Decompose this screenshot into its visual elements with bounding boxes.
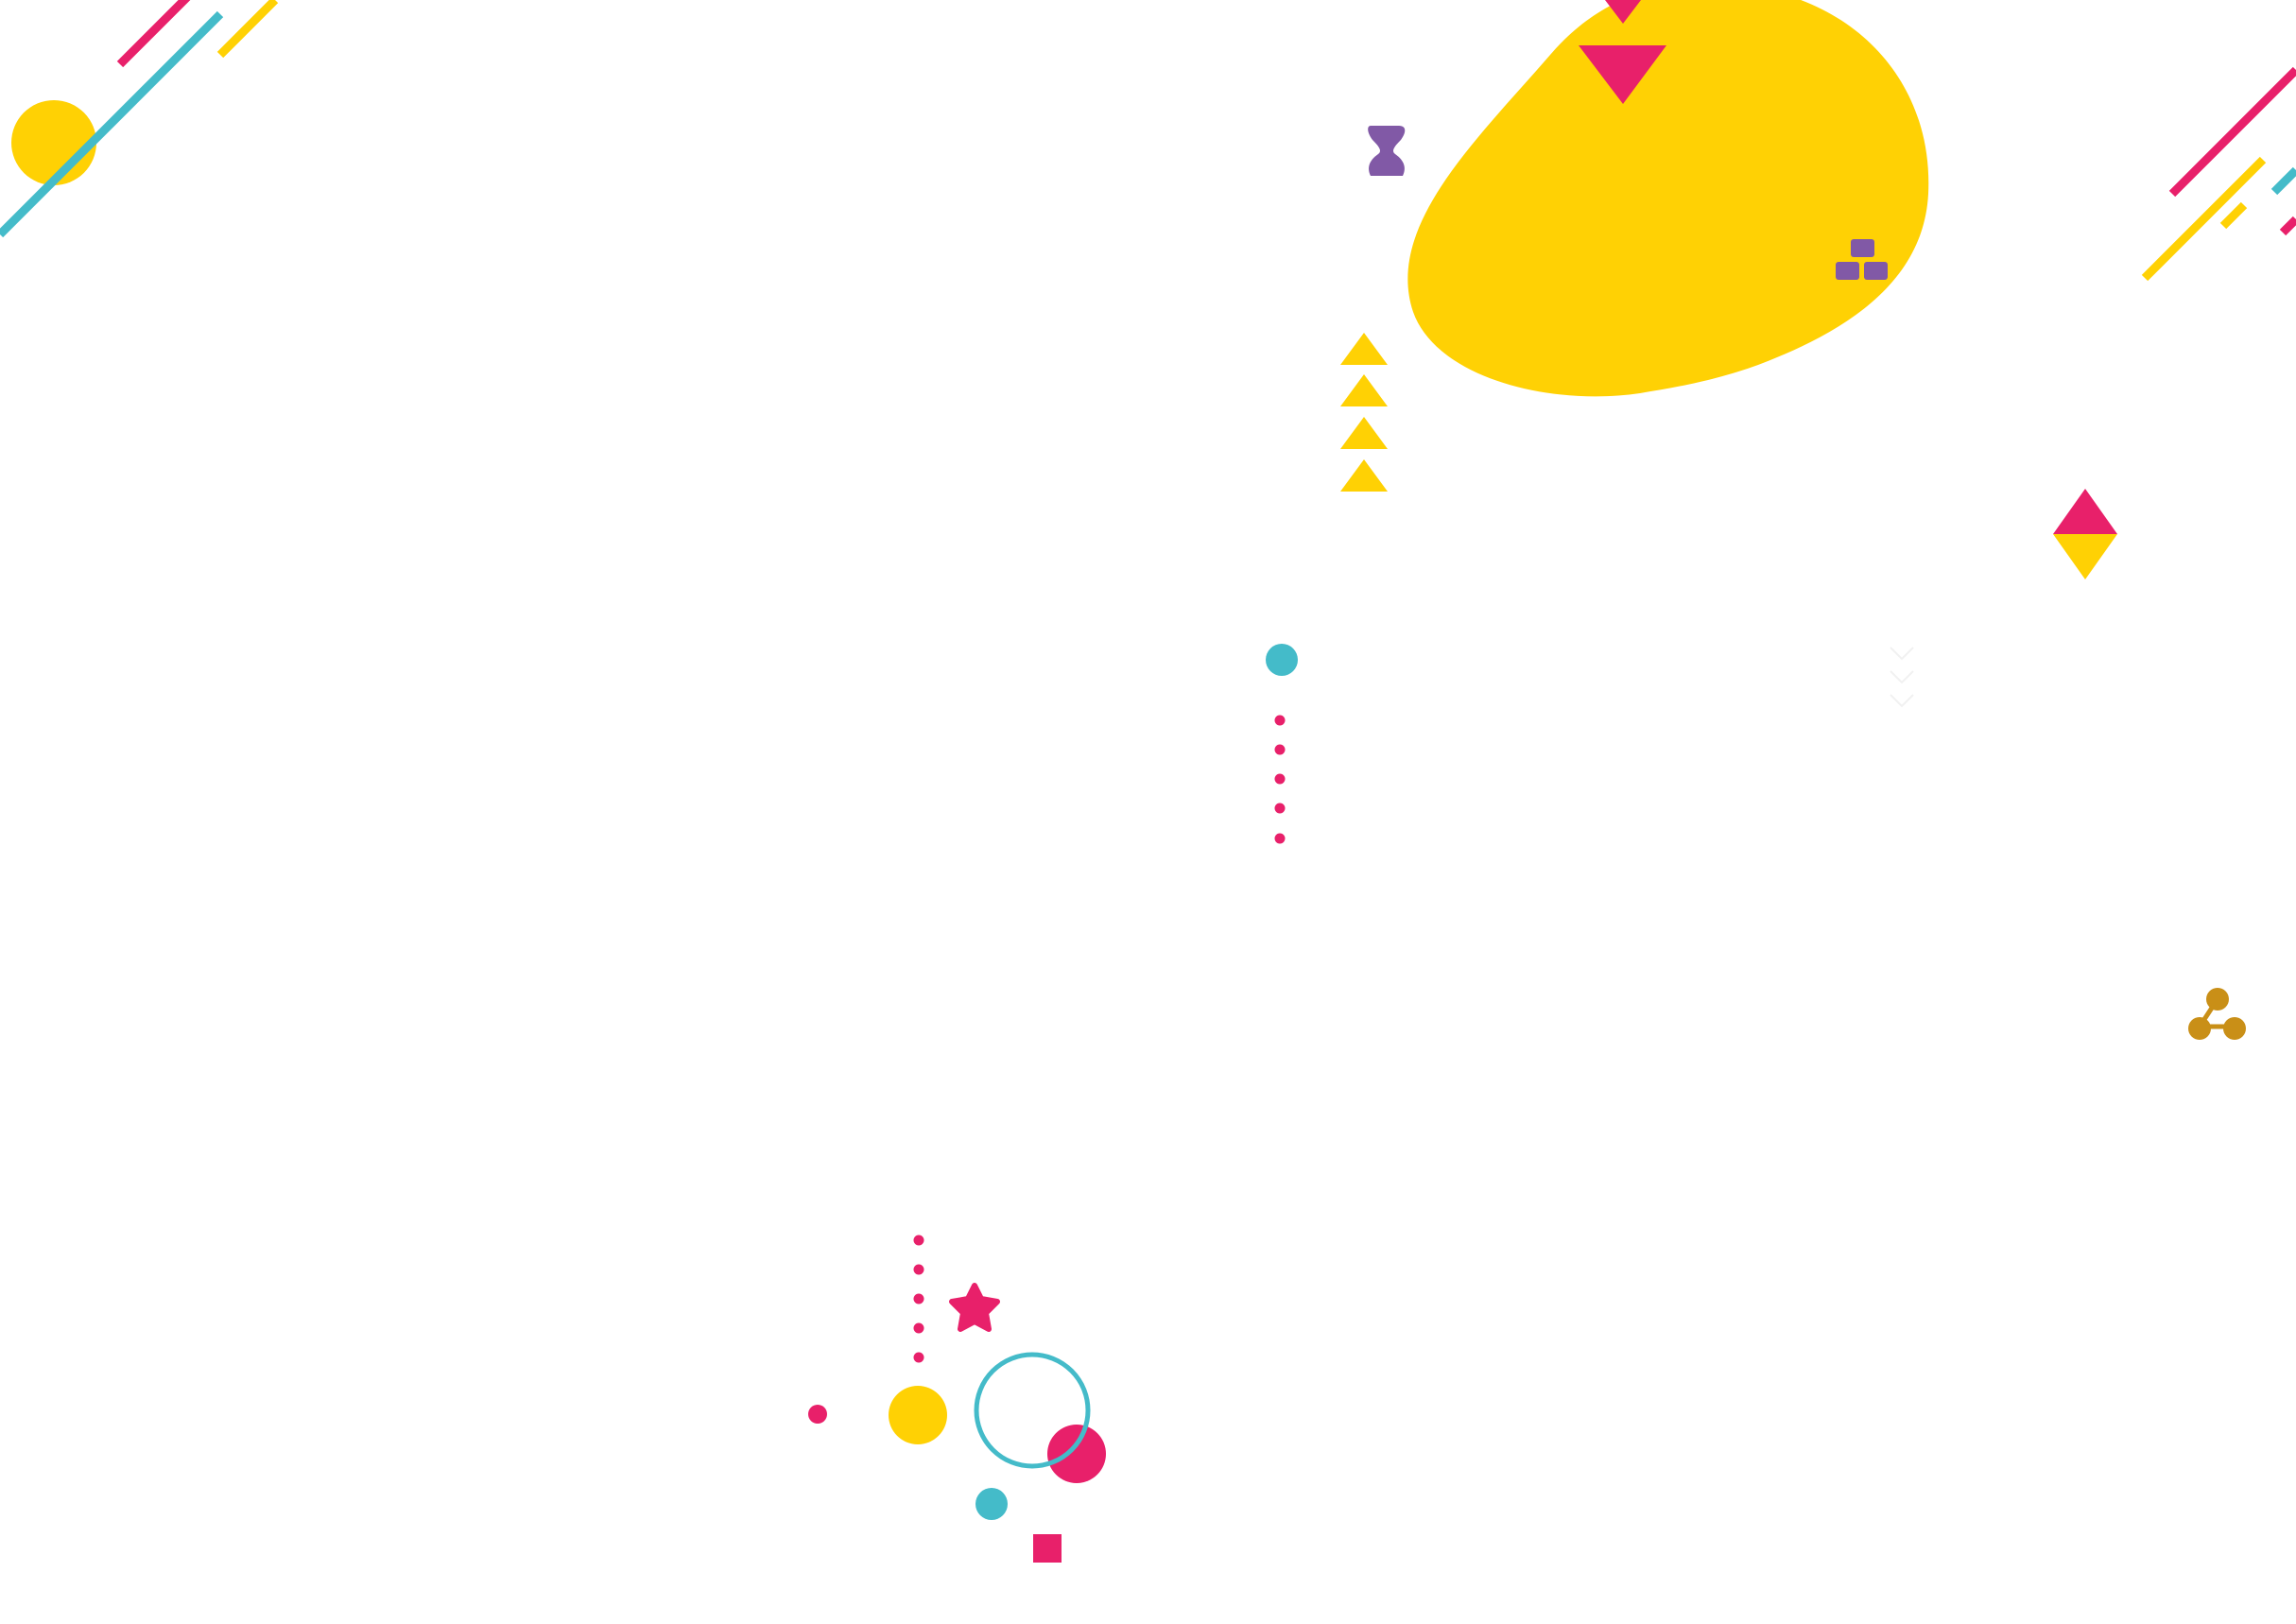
pink-dotted-line-icon bbox=[1274, 715, 1286, 844]
diagonal-stripe-yellow bbox=[2141, 156, 2267, 282]
yellow-blob-icon bbox=[1407, 0, 1929, 397]
pink-triangle-down-icon bbox=[1605, 0, 1641, 24]
pink-small-dot-icon bbox=[808, 1405, 827, 1424]
purple-hourglass-icon bbox=[1368, 126, 1406, 176]
diagonal-stripe-teal bbox=[2270, 166, 2296, 196]
pink-dotted-line-icon bbox=[913, 1235, 924, 1363]
bottom-cluster-decoration bbox=[808, 1235, 1106, 1563]
yellow-circle-icon bbox=[11, 100, 96, 185]
diagonal-stripe-pink bbox=[2168, 66, 2296, 198]
diagonal-stripe-yellow-short bbox=[2219, 201, 2248, 230]
teal-dot-icon bbox=[1266, 644, 1298, 676]
pink-square-icon bbox=[1033, 1534, 1062, 1563]
top-right-decoration bbox=[2141, 66, 2296, 282]
top-left-decoration bbox=[0, 0, 279, 238]
yellow-circle-icon bbox=[889, 1386, 947, 1444]
diagonal-stripe-yellow bbox=[216, 0, 279, 59]
teal-dot-icon bbox=[975, 1488, 1008, 1520]
teal-ring-icon bbox=[974, 1352, 1091, 1469]
pink-triangle-down-icon bbox=[1579, 45, 1666, 104]
diagonal-stripe-pink-short bbox=[2279, 216, 2296, 236]
purple-blocks-icon bbox=[1836, 239, 1888, 280]
pink-star-icon bbox=[949, 1283, 1000, 1332]
gold-molecule-icon bbox=[2188, 988, 2246, 1040]
diagonal-stripe-pink bbox=[116, 0, 191, 68]
faint-chevrons-icon bbox=[1890, 647, 1914, 708]
yellow-triangle-stack-icon bbox=[1340, 333, 1388, 492]
pink-circle-icon bbox=[1047, 1425, 1106, 1483]
diagonal-stripe-teal bbox=[0, 10, 224, 238]
pink-yellow-diamond-icon bbox=[2053, 489, 2117, 579]
